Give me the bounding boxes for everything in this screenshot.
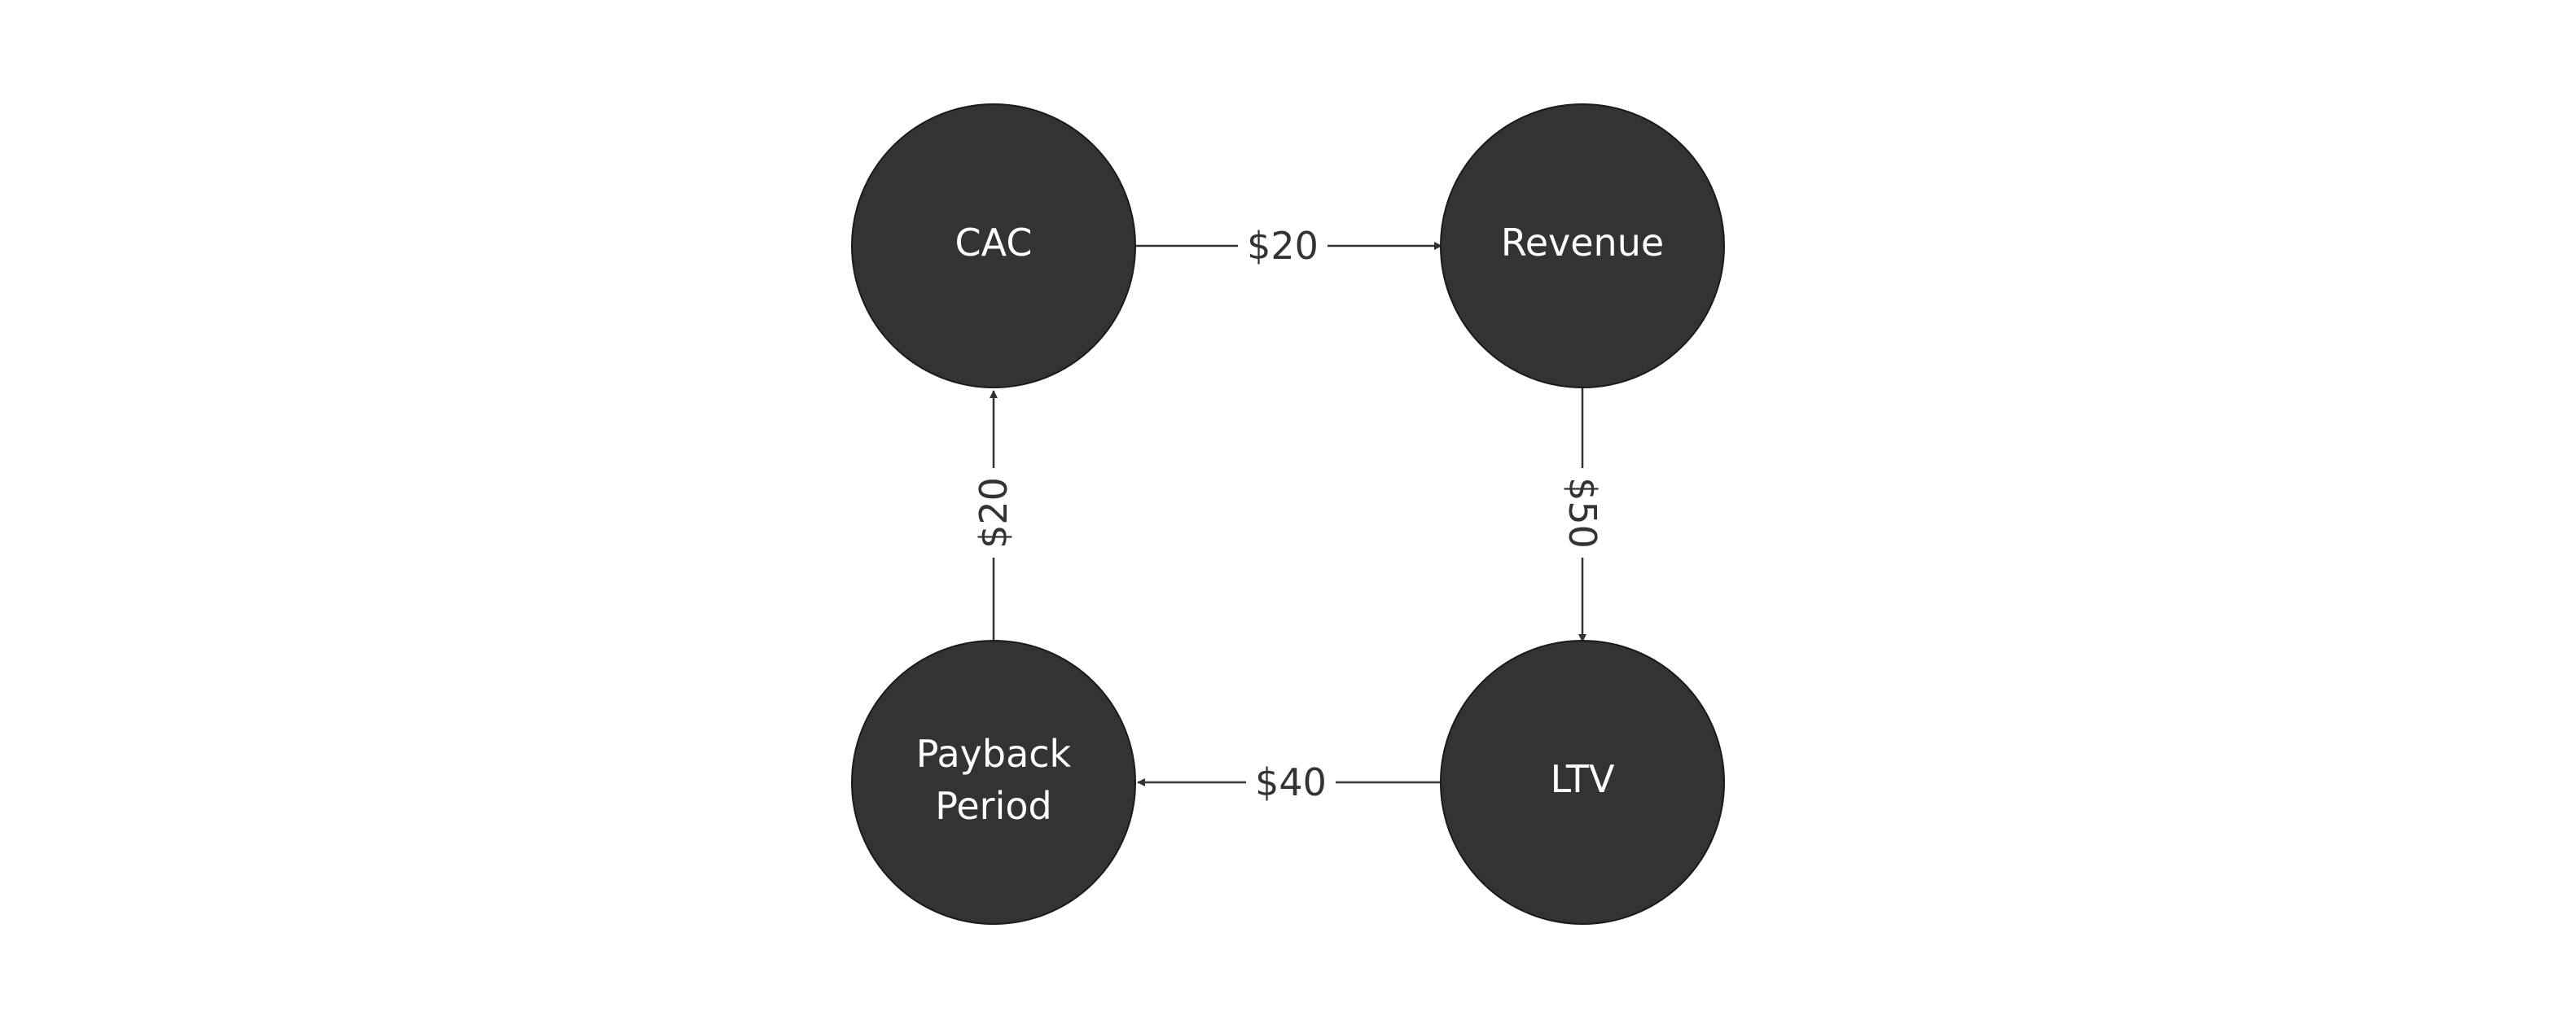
node-payback-period-label-line2: Period — [935, 784, 1051, 828]
edge-ltv-to-payback-label: $40 — [1255, 760, 1327, 804]
node-cac-label: CAC — [955, 221, 1033, 265]
node-cac[interactable]: CAC — [851, 103, 1136, 388]
edge-cac-to-revenue: $20 — [1136, 224, 1442, 268]
edge-payback-to-cac: $20 — [972, 390, 1016, 640]
node-payback-period[interactable]: Payback Period — [851, 640, 1136, 925]
node-ltv-label: LTV — [1551, 757, 1615, 801]
node-ltv[interactable]: LTV — [1440, 640, 1725, 925]
edge-cac-to-revenue-label: $20 — [1247, 224, 1319, 268]
node-payback-period-circle — [851, 640, 1136, 925]
node-revenue[interactable]: Revenue — [1440, 103, 1725, 388]
node-cac-circle — [851, 103, 1136, 388]
node-revenue-label: Revenue — [1501, 221, 1664, 265]
node-ltv-circle — [1440, 640, 1725, 925]
node-revenue-circle — [1440, 103, 1725, 388]
node-payback-period-label-line1: Payback — [916, 732, 1072, 776]
edge-payback-to-cac-label: $20 — [972, 477, 1016, 549]
edge-ltv-to-payback: $40 — [1137, 760, 1442, 804]
edge-revenue-to-ltv: $50 — [1560, 388, 1604, 642]
edge-revenue-to-ltv-label: $50 — [1560, 477, 1604, 549]
